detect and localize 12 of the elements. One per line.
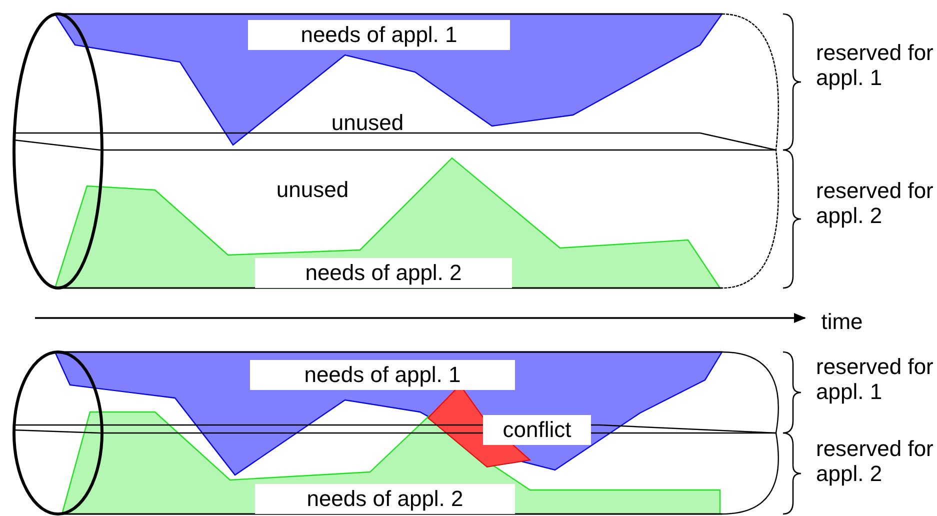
reservation-label: reserved for appl. 1 [816, 40, 934, 90]
area-label: conflict [483, 415, 591, 445]
area-label: unused [330, 109, 405, 137]
area-label: needs of appl. 2 [255, 484, 515, 514]
reservation-label: reserved for appl. 2 [816, 436, 934, 486]
area-label: needs of appl. 2 [255, 258, 512, 288]
area-label: needs of appl. 1 [248, 20, 510, 50]
reservation-label: reserved for appl. 2 [816, 178, 934, 228]
area-label: unused [275, 176, 350, 204]
reservation-label: reserved for appl. 1 [816, 354, 934, 404]
area-label: time [820, 308, 864, 336]
area-label: needs of appl. 1 [250, 360, 515, 390]
